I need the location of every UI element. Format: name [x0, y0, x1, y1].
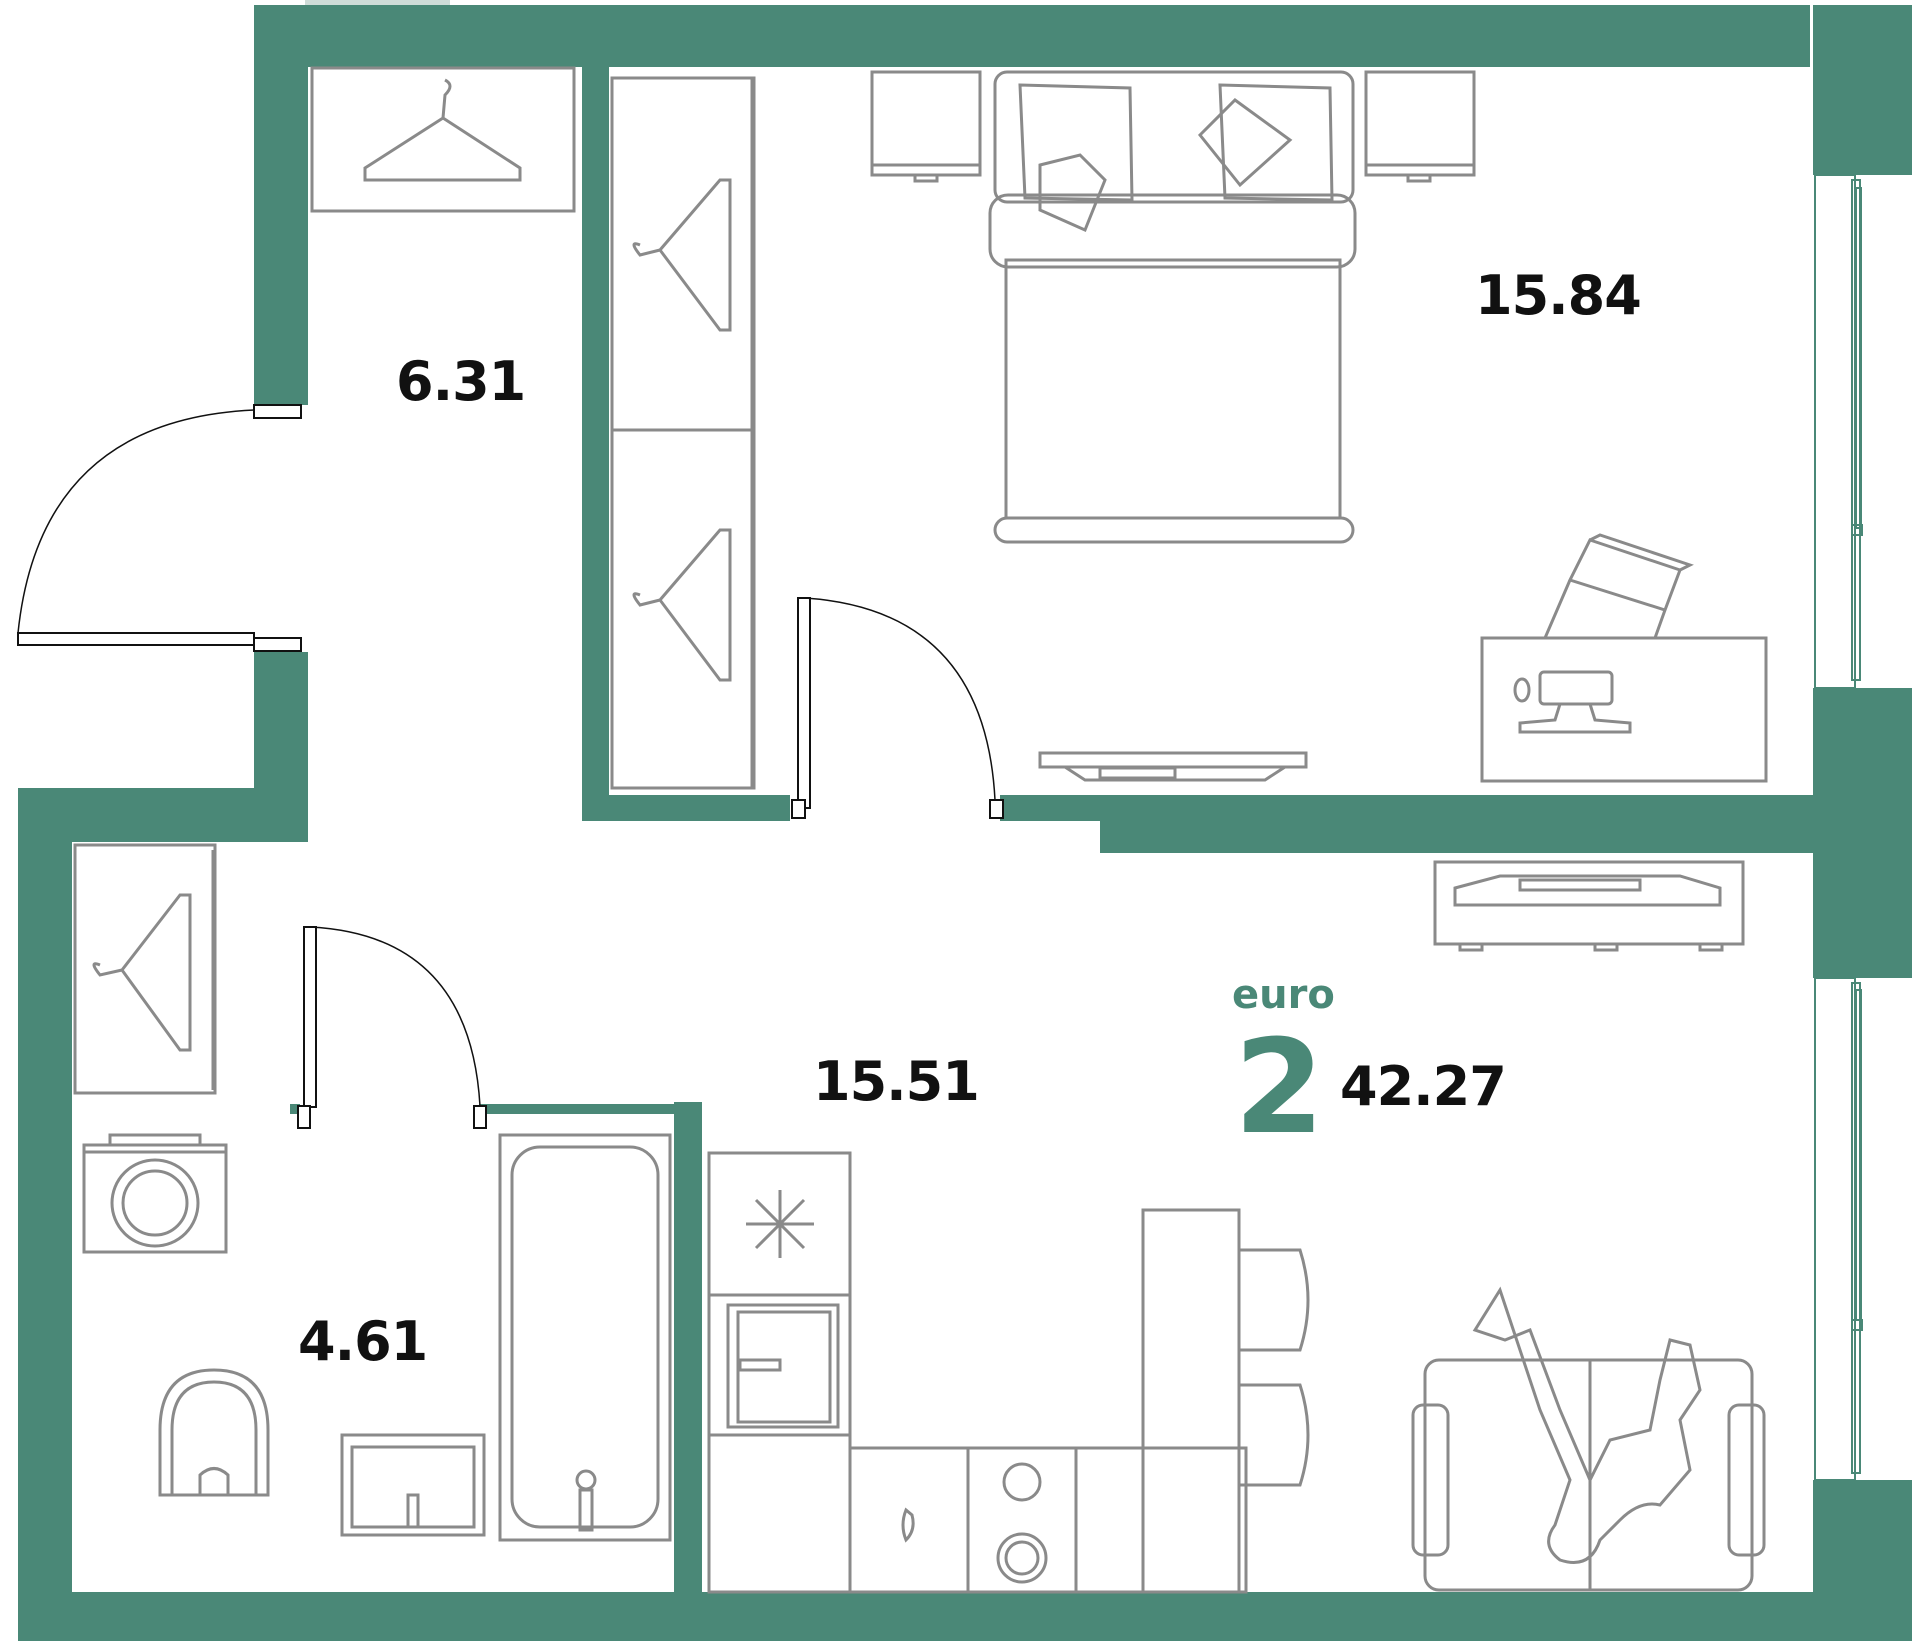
people-icon [1472, 1286, 1702, 1564]
bar-counter [1141, 1208, 1310, 1594]
pillow-icon [1018, 83, 1134, 202]
tv-icon [1433, 860, 1745, 952]
nightstand-icon [1364, 70, 1476, 177]
pillow-icon [1038, 153, 1107, 233]
tv-icon [1038, 751, 1308, 782]
wardrobe [610, 76, 756, 790]
desk-icon [1480, 533, 1768, 783]
sink-icon [340, 1433, 486, 1537]
hanger-icon [363, 78, 522, 182]
stove-icon [966, 1446, 1078, 1594]
oven [707, 1293, 852, 1437]
apartment-total-area: 42.27 [1340, 1055, 1507, 1118]
bathtub-icon [498, 1133, 672, 1542]
hanger-icon [632, 178, 732, 332]
fridge [707, 1151, 852, 1297]
door-icon [17, 404, 1004, 1129]
apartment-rooms-count: 2 [1234, 1011, 1325, 1163]
bar-chair-icon [1240, 1383, 1310, 1487]
room-area-bathroom: 4.61 [298, 1310, 428, 1373]
pillow-icon [1218, 83, 1334, 202]
hanger-icon [632, 528, 732, 682]
sofa-icon [1411, 1286, 1766, 1592]
chair-icon [1543, 533, 1694, 639]
computer-icon [1538, 670, 1614, 706]
toilet-icon [158, 1368, 270, 1497]
wardrobe [73, 843, 217, 1095]
snowflake-icon [746, 1190, 814, 1258]
wardrobe [310, 66, 576, 213]
apartment-type-label: euro [1232, 972, 1335, 1018]
window-icon [1814, 174, 1863, 1481]
washing-machine-icon [82, 1133, 228, 1254]
room-area-bedroom: 15.84 [1475, 264, 1642, 327]
room-area-living-kitchen: 15.51 [813, 1050, 980, 1113]
walls [18, 0, 1912, 1641]
room-area-hall: 6.31 [396, 350, 526, 413]
bar-chair-icon [1240, 1248, 1310, 1352]
nightstand-icon [870, 70, 982, 177]
pillow-icon [1197, 98, 1293, 188]
bed-icon [988, 70, 1357, 544]
hanger-icon [92, 893, 192, 1052]
